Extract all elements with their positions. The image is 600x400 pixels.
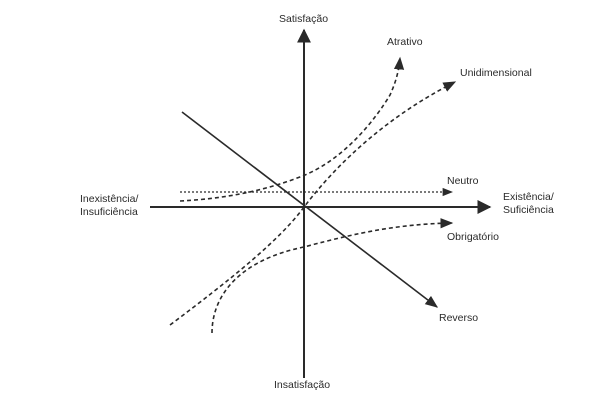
neutral-label: Neutro (447, 175, 479, 187)
attractive-label: Atrativo (387, 36, 423, 48)
x-axis-right-line1: Existência/ (503, 191, 554, 203)
x-axis-left-line1: Inexistência/ (80, 193, 139, 205)
must-be-label: Obrigatório (447, 231, 499, 243)
reverse-line (181, 111, 439, 308)
x-axis-right-label: Existência/ Suficiência (503, 191, 554, 217)
x-axis-right-line2: Suficiência (503, 204, 554, 216)
attractive-curve (179, 56, 405, 202)
reverse-label: Reverso (439, 312, 479, 324)
y-axis-top-label: Satisfação (279, 13, 329, 25)
must-be-curve (211, 218, 454, 334)
x-axis-left-line2: Insuficiência (80, 206, 138, 218)
y-axis-bottom-label: Insatisfação (274, 379, 331, 391)
x-axis-left-label: Inexistência/ Insuficiência (80, 193, 138, 219)
one-dimensional-label: Unidimensional (460, 67, 532, 79)
